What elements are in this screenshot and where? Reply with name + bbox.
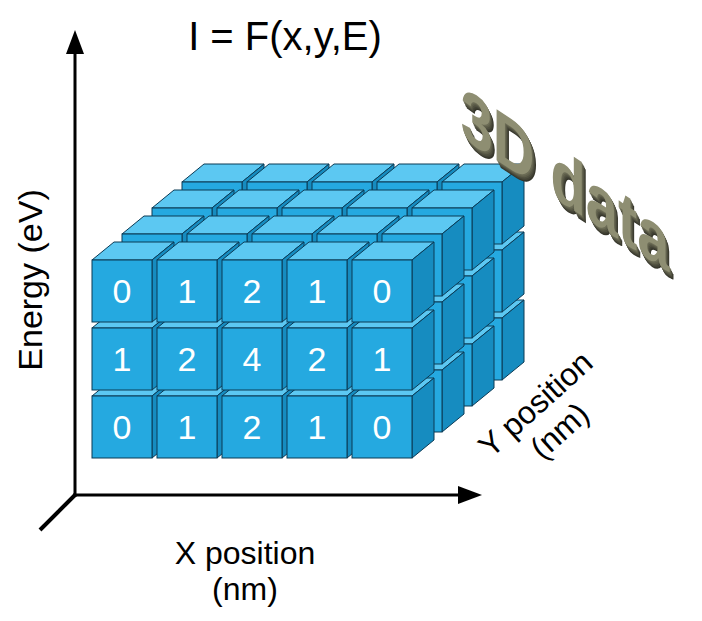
cube-side-face xyxy=(442,284,464,364)
cube-front-face xyxy=(222,396,282,458)
cell-value: 0 xyxy=(113,272,132,310)
cell-value: 0 xyxy=(113,408,132,446)
cube-front-face xyxy=(92,396,152,458)
energy-axis xyxy=(74,50,77,497)
cell-value: 1 xyxy=(373,340,392,378)
cube-side-face xyxy=(472,190,494,270)
cube-front-face xyxy=(157,396,217,458)
x-axis xyxy=(73,494,462,497)
cube-side-face xyxy=(412,242,434,322)
y-axis xyxy=(40,495,75,530)
cell-value: 1 xyxy=(113,340,132,378)
cell-value: 1 xyxy=(178,408,197,446)
cell-value: 1 xyxy=(178,272,197,310)
cube-front-face xyxy=(157,328,217,390)
cube-front-face xyxy=(92,328,152,390)
cell-value: 2 xyxy=(243,272,262,310)
cube-side-face xyxy=(412,378,434,458)
cube-front-face xyxy=(352,396,412,458)
cell-value: 0 xyxy=(373,408,392,446)
cell-value: 2 xyxy=(178,340,197,378)
cube-front-face xyxy=(287,328,347,390)
cube-front-face xyxy=(287,396,347,458)
cell-value: 0 xyxy=(373,272,392,310)
cube-side-face xyxy=(502,300,524,380)
axis-label: Energy (eV) xyxy=(11,189,49,370)
axes xyxy=(40,30,482,530)
cube-front-face xyxy=(157,260,217,322)
cube-side-face xyxy=(442,352,464,432)
voxel-cube xyxy=(352,242,434,322)
arrow-head xyxy=(458,486,482,504)
cell-value: 4 xyxy=(243,340,262,378)
cube-side-face xyxy=(472,326,494,406)
cube-front-face xyxy=(287,260,347,322)
formula-title: I = F(x,y,E) xyxy=(188,14,382,59)
voxel-grid xyxy=(92,164,524,458)
cube-side-face xyxy=(502,232,524,312)
cube-front-face xyxy=(222,328,282,390)
cell-value: 1 xyxy=(308,408,327,446)
cell-value: 2 xyxy=(308,340,327,378)
cube-side-face xyxy=(442,216,464,296)
cube-front-face xyxy=(222,260,282,322)
cube-side-face xyxy=(472,258,494,338)
cell-value: 2 xyxy=(243,408,262,446)
axis-label: X position (nm) xyxy=(150,536,340,608)
cube-side-face xyxy=(412,310,434,390)
arrow-head xyxy=(66,30,84,54)
cube-front-face xyxy=(352,328,412,390)
cube-front-face xyxy=(352,260,412,322)
cell-value: 1 xyxy=(308,272,327,310)
cube-front-face xyxy=(92,260,152,322)
